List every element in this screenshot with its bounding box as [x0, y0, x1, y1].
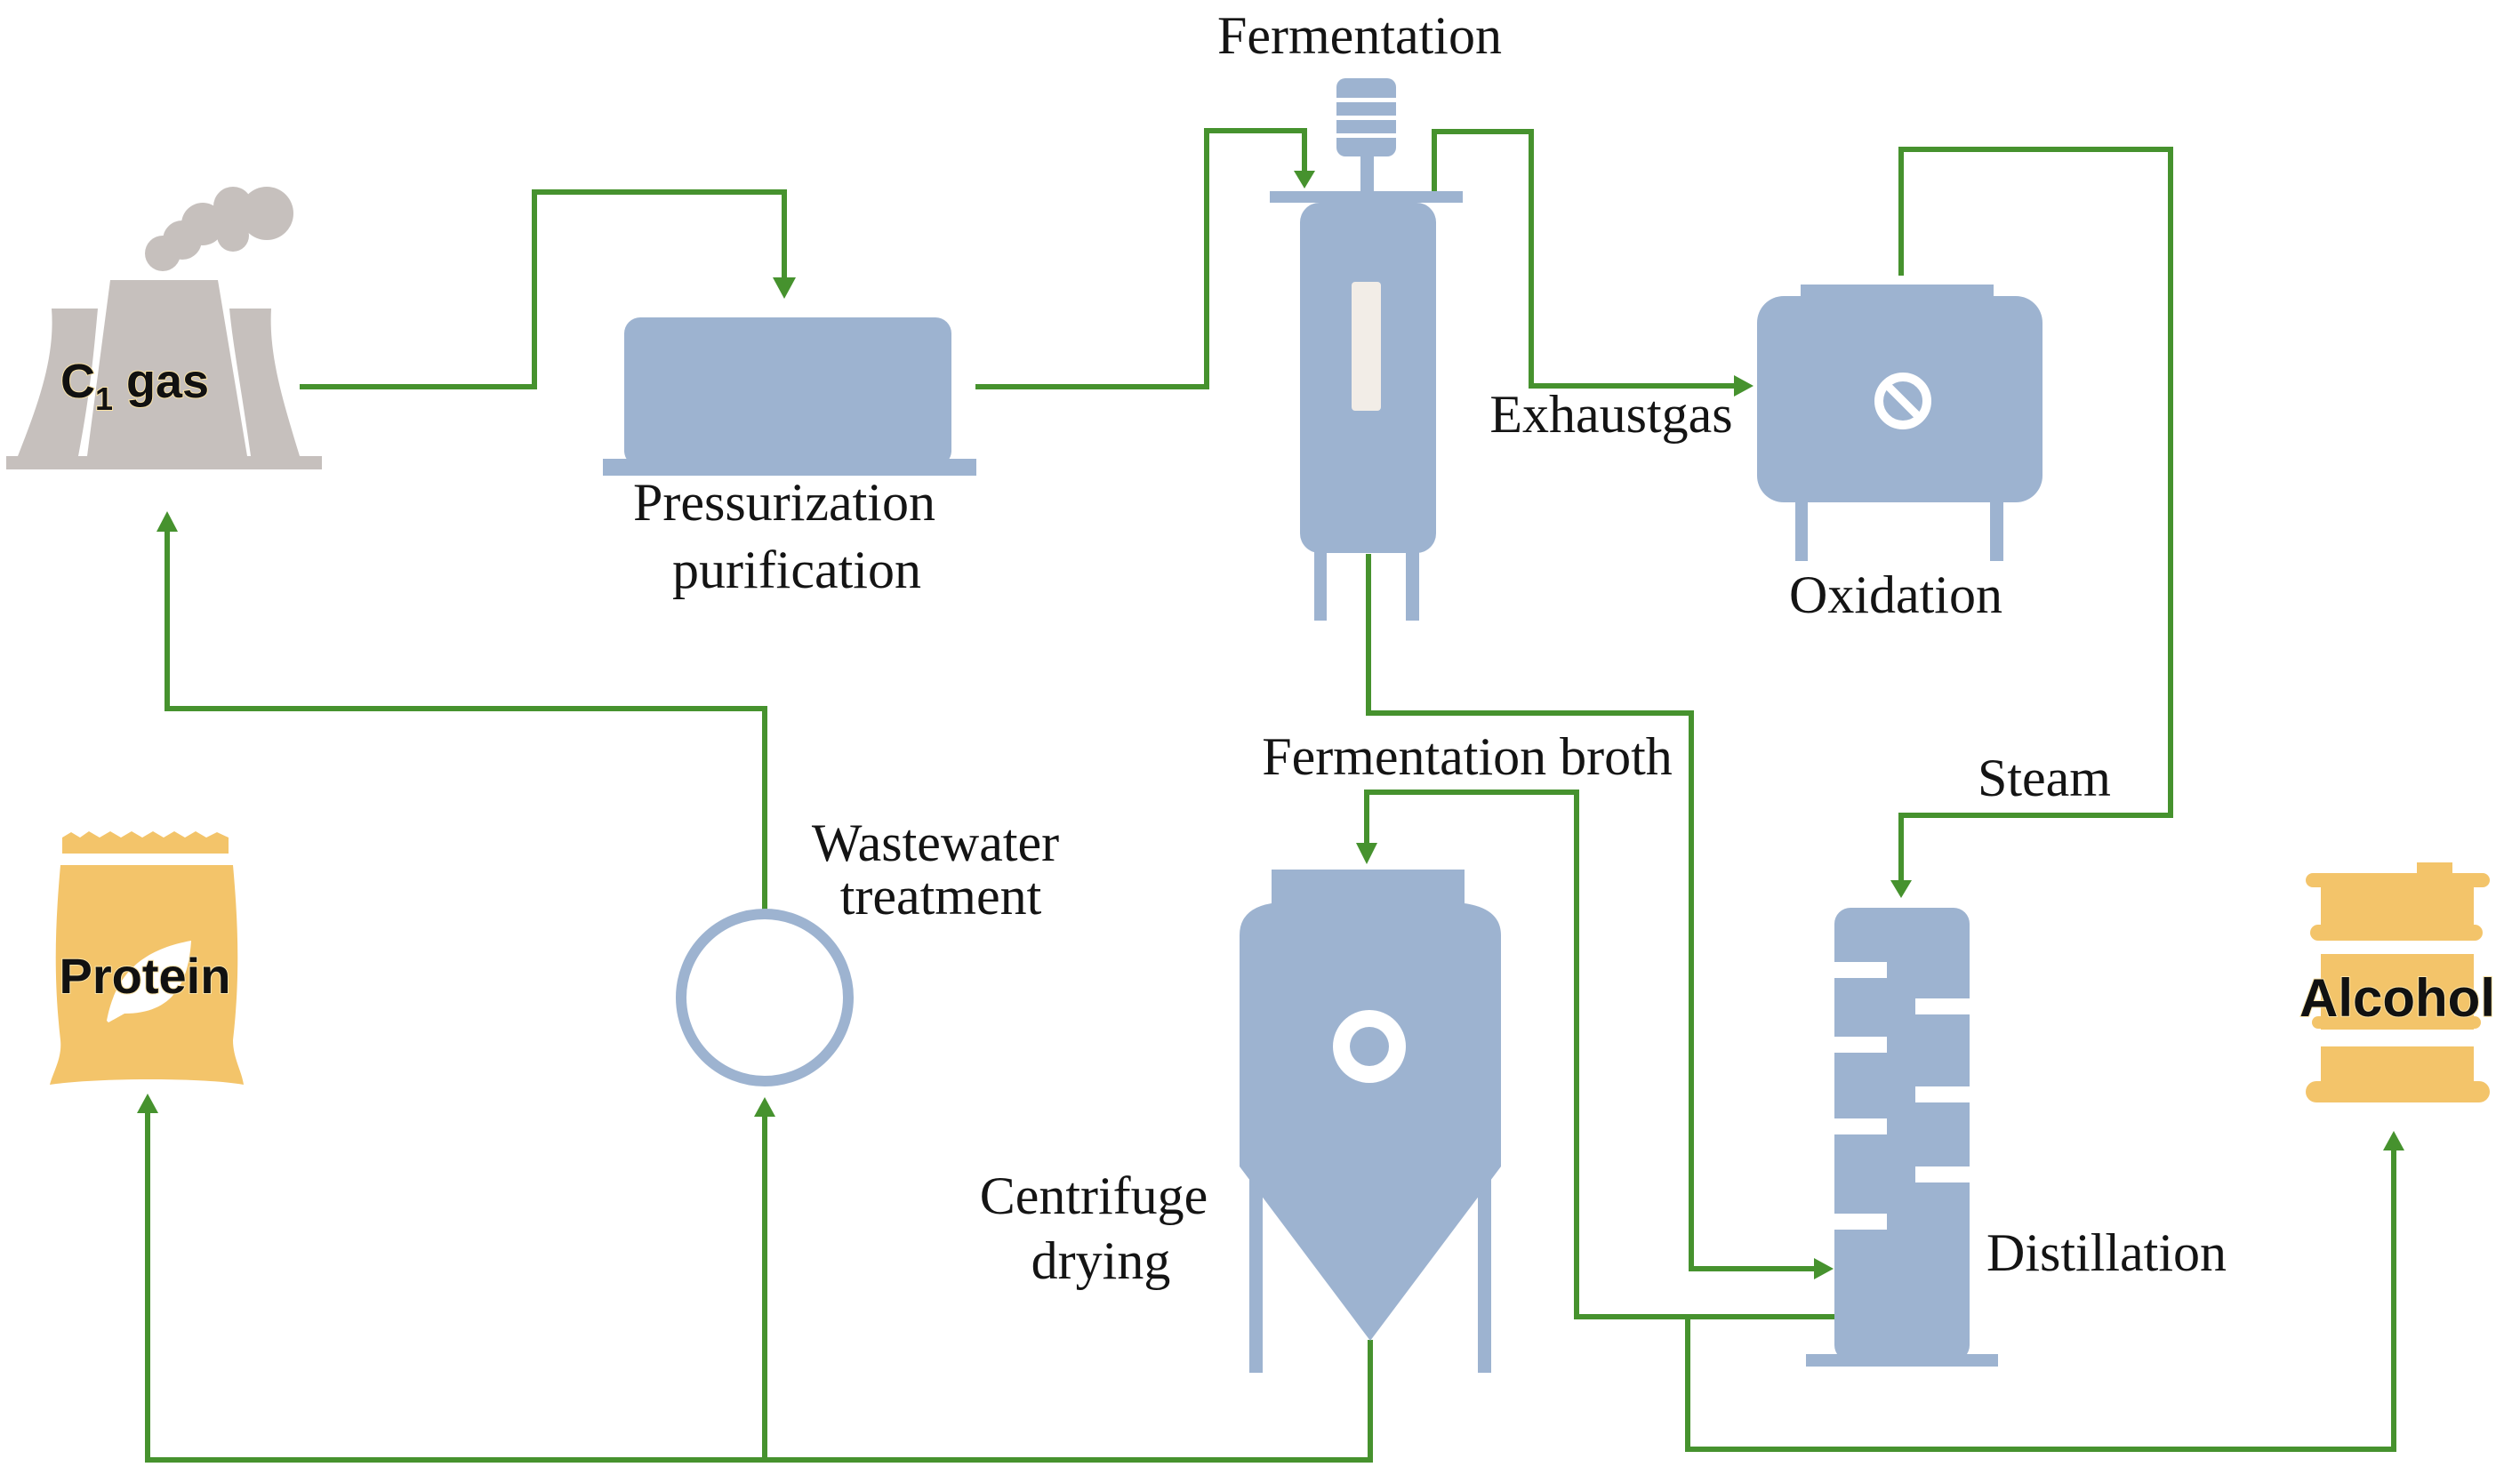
arrowhead-right-distillation	[1814, 1258, 1834, 1279]
exhaust-gas-label: Exhaustgas	[1489, 385, 1732, 444]
c1-gas-node: C1 gas	[6, 187, 322, 469]
oxidation-tank-icon	[1757, 285, 2042, 561]
arrowhead-up-wastewater	[754, 1097, 775, 1117]
distillation-label: Distillation	[1986, 1223, 2227, 1282]
alcohol-label: Alcohol	[2299, 968, 2495, 1028]
arrowhead-right-oxidation	[1734, 375, 1754, 397]
ring-icon	[676, 909, 854, 1086]
flow-distillation-to-alcohol	[1685, 1146, 2396, 1452]
oxidation-label: Oxidation	[1789, 565, 2002, 624]
arrowhead-up-c1	[156, 511, 178, 532]
flow-fermentation-broth	[1366, 554, 1818, 1271]
c1-gas-label: C1 gas	[60, 355, 209, 417]
flow-pressurization-to-fermenter	[975, 128, 1307, 389]
centrifuge-icon	[1240, 870, 1501, 1373]
wastewater-node: Wastewater treatment	[676, 814, 1059, 1086]
alcohol-node: Alcohol	[2299, 862, 2496, 1102]
protein-label: Protein	[60, 948, 231, 1004]
alcohol-barrel-icon	[2306, 862, 2490, 1102]
flow-centrifuge-bottom	[145, 1109, 1373, 1463]
wastewater-label-line2: treatment	[840, 867, 1042, 926]
flow-c1-to-pressurization	[300, 189, 787, 389]
factory-icon	[6, 187, 322, 469]
oxidation-node: Exhaustgas Oxidation	[1489, 285, 2042, 624]
fermentation-node: Fermentation Fermentation broth	[1217, 6, 1673, 786]
centrifuge-label-line2: drying	[1031, 1231, 1171, 1290]
arrowhead-down-distillation	[1890, 880, 1912, 898]
leaf-icon	[107, 941, 191, 1022]
distillation-column-icon	[1806, 908, 1998, 1367]
flow-wastewater-to-c1	[165, 527, 767, 913]
pressurization-label-line1: Pressurization	[633, 473, 935, 532]
arrowhead-up-protein	[137, 1094, 158, 1113]
fermentation-broth-label: Fermentation broth	[1262, 727, 1673, 786]
arrowhead-up-alcohol	[2383, 1131, 2404, 1150]
flow-distillation-to-centrifuge	[1364, 790, 1837, 1319]
centrifuge-label-line1: Centrifuge	[980, 1166, 1208, 1225]
steam-label: Steam	[1978, 749, 2111, 807]
pressure-tank-icon	[603, 317, 976, 476]
arrowhead-down-pressurization	[773, 277, 796, 299]
flow-steam	[1898, 147, 2173, 886]
wastewater-label-line1: Wastewater	[812, 814, 1059, 872]
protein-bag-icon	[50, 831, 244, 1085]
pressurization-node: Pressurization purification	[603, 317, 976, 599]
fermentation-label: Fermentation	[1217, 6, 1502, 65]
protein-node: Protein	[50, 831, 244, 1085]
flow-lines	[137, 128, 2404, 1463]
arrowhead-down-fermenter	[1294, 171, 1315, 188]
pressurization-label-line2: purification	[672, 541, 921, 599]
distillation-node: Distillation	[1806, 908, 2227, 1367]
flow-exhaust-gas	[1432, 129, 1741, 389]
no-symbol-icon	[1874, 373, 1931, 429]
fermenter-icon	[1270, 78, 1463, 621]
arrowhead-down-centrifuge	[1356, 843, 1377, 864]
centrifuge-node: Centrifuge drying	[980, 870, 1501, 1373]
